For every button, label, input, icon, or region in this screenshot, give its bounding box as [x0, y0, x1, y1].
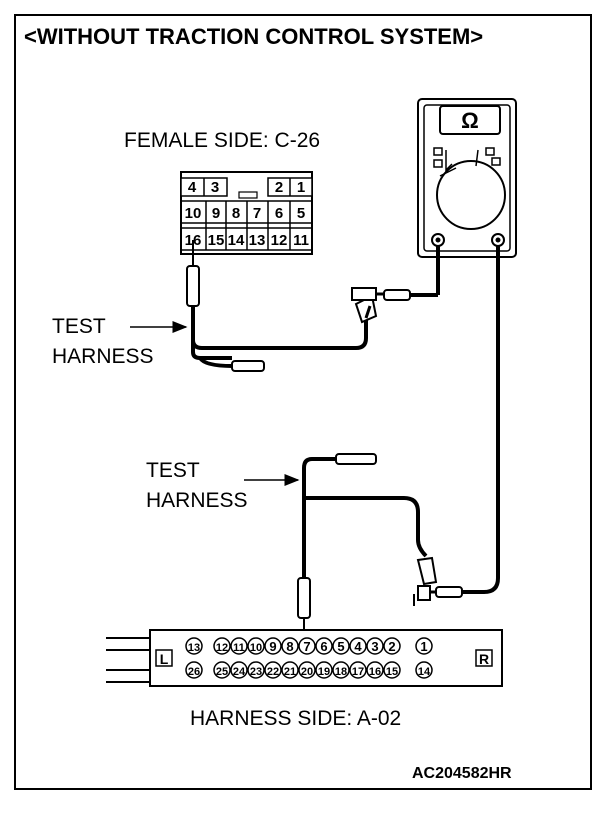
a02-pin-5: 5 [337, 639, 344, 654]
a02-pin-circle-1 [415, 637, 433, 655]
test-harness-label-bottom-line1: TEST [146, 459, 200, 482]
a02-pin-6: 6 [320, 639, 327, 654]
a02-pin-8: 8 [286, 639, 293, 654]
c26-pin-7: 7 [253, 205, 261, 222]
test-harness-label-top-line2: HARNESS [52, 345, 154, 368]
a02-pin-circle-16 [366, 661, 384, 679]
c26-pin-11: 11 [293, 232, 309, 249]
a02-pin-3: 3 [371, 639, 378, 654]
a02-pin-25: 25 [216, 666, 228, 678]
female-side-label: FEMALE SIDE: C-26 [124, 129, 321, 152]
a02-pin-circle-14 [415, 661, 433, 679]
a02-pin-2: 2 [388, 639, 395, 654]
diagram-frame [14, 14, 592, 790]
c26-pin-12: 12 [271, 232, 288, 249]
a02-pin-23: 23 [250, 666, 262, 678]
a02-pin-circle-24 [230, 661, 248, 679]
a02-pin-circle-8 [281, 637, 299, 655]
a02-pin-circle-26 [185, 661, 203, 679]
a02-pin-14: 14 [418, 666, 431, 678]
a02-pin-circle-15 [383, 661, 401, 679]
a02-pin-26: 26 [188, 666, 200, 678]
a02-pin-circle-4 [349, 637, 367, 655]
a02-pin-19: 19 [318, 666, 330, 678]
left-marker: L [160, 651, 169, 667]
c26-pin-2: 2 [275, 179, 283, 196]
test-harness-label-top-line1: TEST [52, 315, 106, 338]
right-marker: R [479, 651, 489, 667]
c26-pin-14: 14 [228, 232, 245, 249]
a02-pin-circle-12 [213, 637, 231, 655]
c26-pin-8: 8 [232, 205, 240, 222]
a02-pin-16: 16 [369, 666, 381, 678]
a02-pin-22: 22 [267, 666, 279, 678]
a02-pin-21: 21 [284, 666, 296, 678]
a02-pin-1: 1 [420, 639, 427, 654]
diagram-title: <WITHOUT TRACTION CONTROL SYSTEM> [24, 24, 484, 49]
upper-test-harness [186, 240, 440, 372]
c26-pin-10: 10 [185, 205, 202, 222]
a02-pin-circle-23 [247, 661, 265, 679]
a02-pin-circle-17 [349, 661, 367, 679]
a02-pin-10: 10 [250, 642, 262, 654]
a02-pin-12: 12 [216, 642, 228, 654]
c26-pin-3: 3 [211, 179, 219, 196]
a02-pin-circle-2 [383, 637, 401, 655]
a02-pin-20: 20 [301, 666, 313, 678]
a02-pin-circle-10 [247, 637, 265, 655]
right-meter-lead [413, 246, 500, 606]
ohm-symbol: Ω [461, 108, 479, 133]
female-connector-c26: 4 3 2 1 10 9 8 7 6 5 16 15 14 13 12 11 [180, 171, 313, 255]
a02-pin-15: 15 [386, 666, 398, 678]
a02-pin-circle-19 [315, 661, 333, 679]
test-harness-label-bottom-line2: HARNESS [146, 489, 248, 512]
a02-pin-24: 24 [233, 666, 246, 678]
a02-pin-13: 13 [188, 642, 200, 654]
range-dial [433, 147, 506, 230]
a02-pin-circle-21 [281, 661, 299, 679]
c26-pin-5: 5 [297, 205, 305, 222]
lower-test-harness [297, 453, 428, 646]
ohmmeter: Ω [417, 98, 517, 258]
a02-pin-4: 4 [354, 639, 362, 654]
c26-pin-6: 6 [275, 205, 283, 222]
a02-pin-circle-20 [298, 661, 316, 679]
harness-side-label: HARNESS SIDE: A-02 [190, 707, 402, 730]
a02-pin-circle-3 [366, 637, 384, 655]
c26-pin-13: 13 [249, 232, 266, 249]
c26-pin-1: 1 [297, 179, 305, 196]
a02-pin-circle-6 [315, 637, 333, 655]
a02-pin-17: 17 [352, 666, 364, 678]
a02-pin-11: 11 [233, 642, 245, 654]
a02-pin-circle-22 [264, 661, 282, 679]
a02-pin-circle-18 [332, 661, 350, 679]
c26-pin-4: 4 [188, 179, 197, 196]
a02-pin-18: 18 [335, 666, 347, 678]
figure-code: AC204582HR [412, 765, 512, 782]
a02-pin-circle-25 [213, 661, 231, 679]
c26-pin-9: 9 [212, 205, 220, 222]
a02-pin-circle-13 [185, 637, 203, 655]
a02-pin-9: 9 [269, 639, 276, 654]
c26-pin-15: 15 [208, 232, 225, 249]
a02-pin-circle-11 [230, 637, 248, 655]
ohmmeter-display [439, 105, 501, 135]
a02-pin-circle-5 [332, 637, 350, 655]
a02-pin-7: 7 [303, 639, 310, 654]
a02-pin-circle-7 [298, 637, 316, 655]
a02-pin-circle-9 [264, 637, 282, 655]
